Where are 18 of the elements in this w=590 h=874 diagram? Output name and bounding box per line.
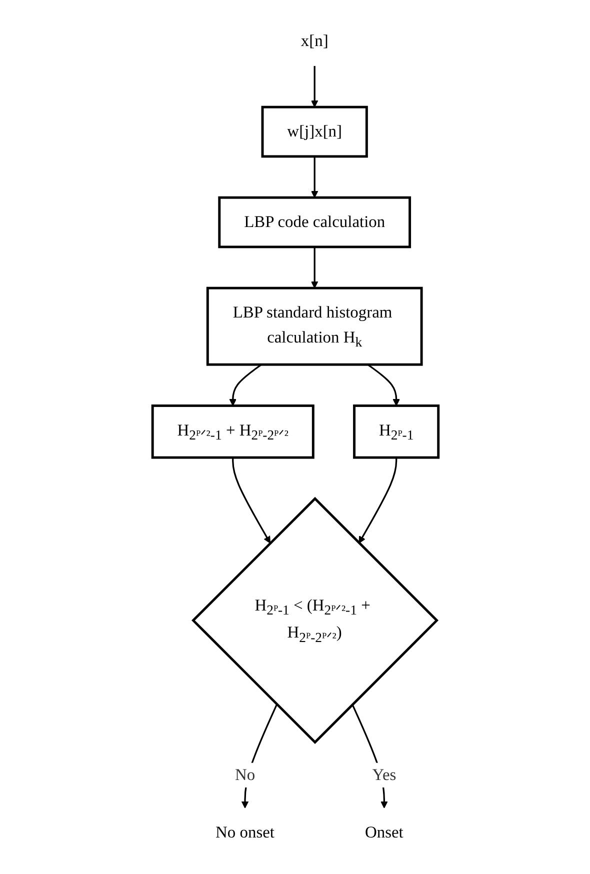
node-box: LBP standard histogram calculation H$_{k}$	[206, 286, 422, 366]
arrow	[366, 364, 400, 406]
node-diamond: H$_{2ᴾ-1}$ < (H$_{2ᴾᐟ²-1}$ + H$_{2ᴾ-2ᴾᐟ²}$)	[191, 496, 438, 744]
edge-label: No	[234, 766, 255, 784]
arrow	[310, 66, 318, 108]
node-box: LBP code calculation	[218, 196, 411, 248]
arrow	[310, 246, 318, 288]
node-box: H$_{2ᴾ-1}$	[352, 404, 440, 459]
node-box: H$_{2ᴾᐟ²-1}$ + H$_{2ᴾ-2ᴾᐟ²}$	[150, 404, 314, 459]
node-text: Onset	[364, 824, 403, 842]
node-box: w[j]x[n]	[260, 106, 368, 158]
node-text: No onset	[215, 824, 274, 842]
node-text: x[n]	[300, 32, 328, 50]
arrow	[310, 156, 318, 198]
arrow	[228, 364, 262, 406]
arrow	[358, 458, 397, 544]
edge-label: Yes	[372, 766, 396, 784]
arrow	[232, 458, 270, 544]
